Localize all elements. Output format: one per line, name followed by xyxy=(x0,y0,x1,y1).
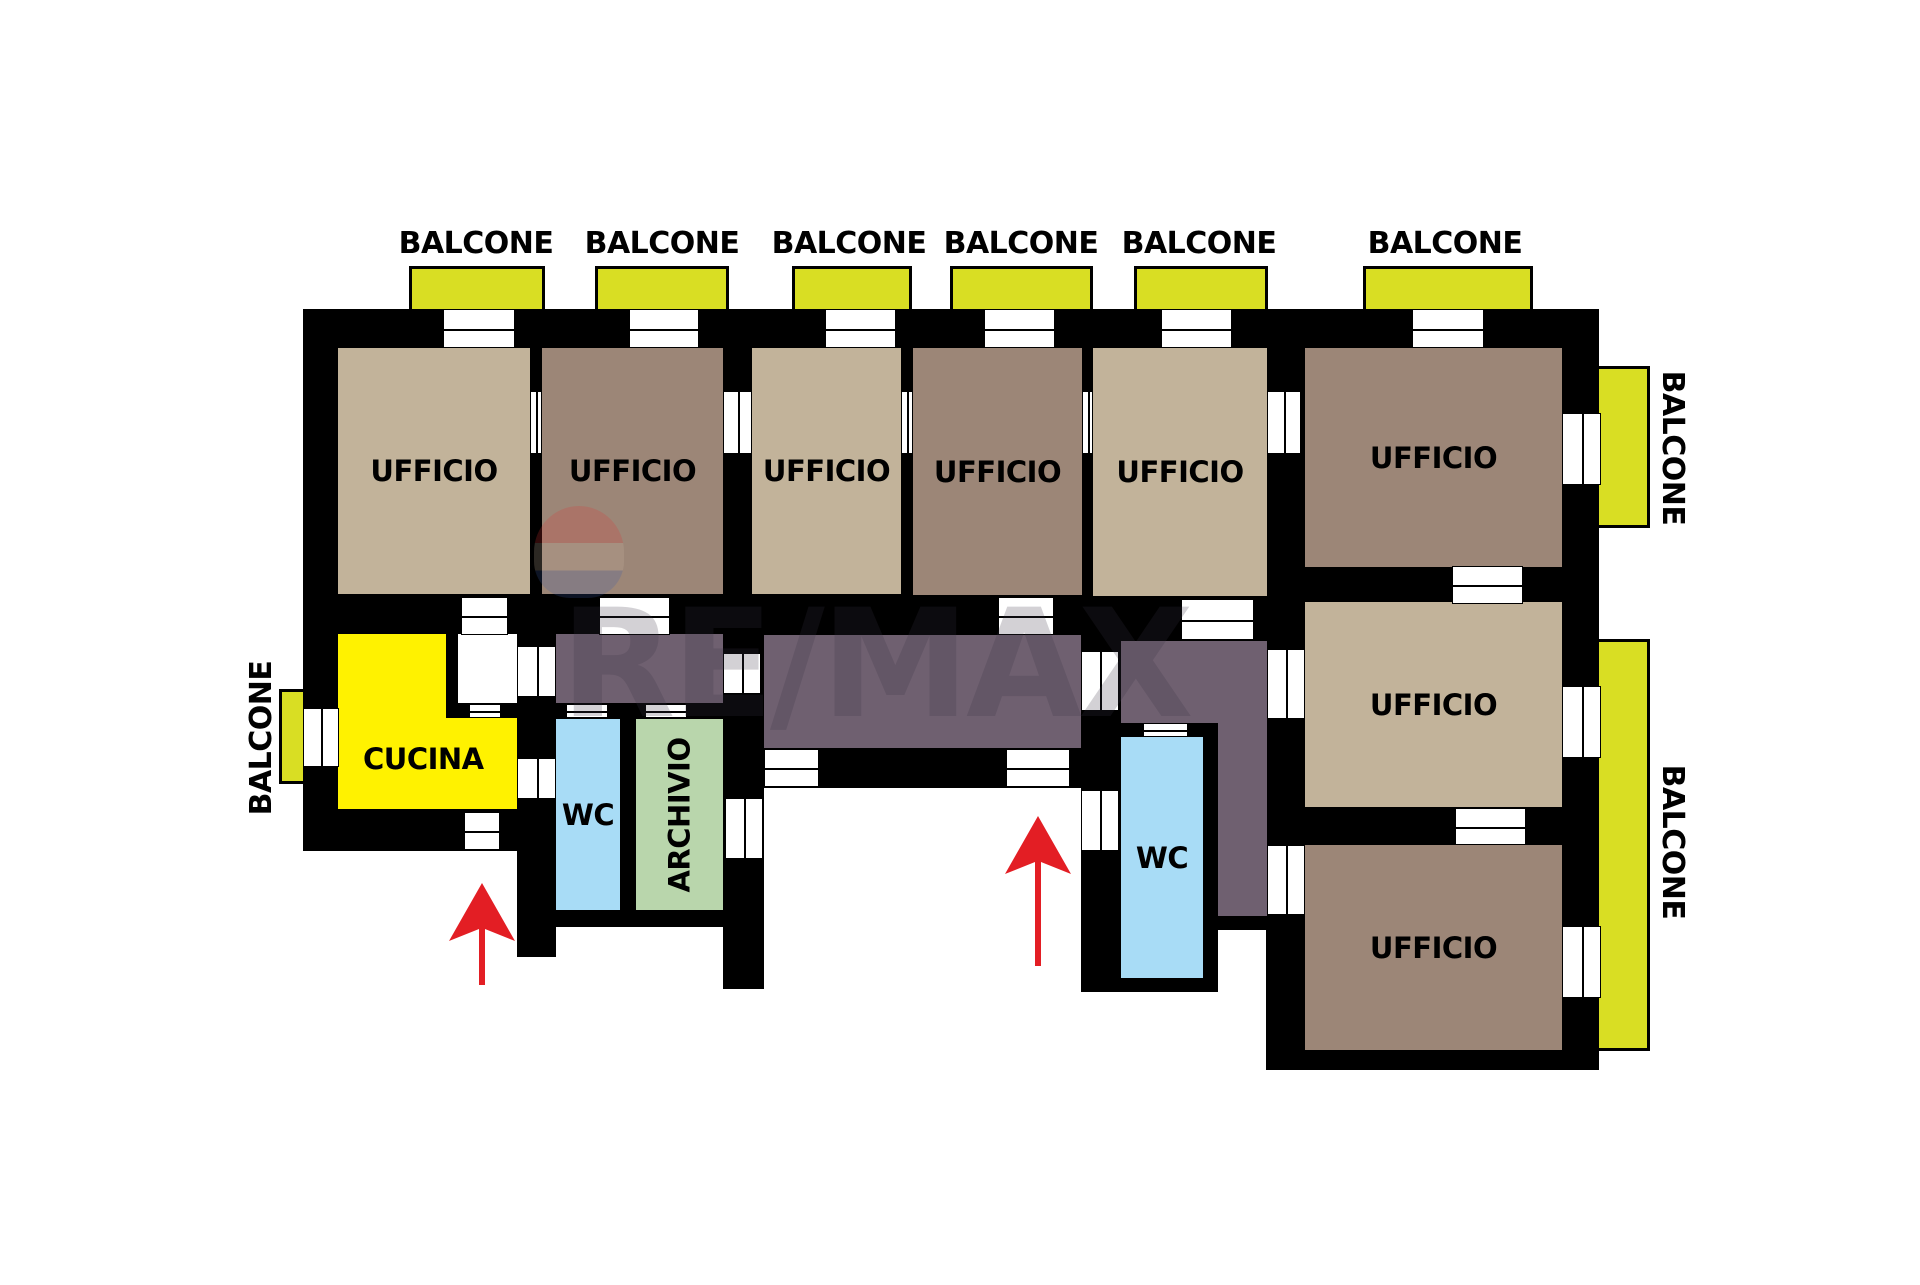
door-corridor-ufficio8 xyxy=(1267,845,1305,915)
balcony-top-6 xyxy=(1363,266,1533,312)
room-ufficio-2[interactable]: UFFICIO xyxy=(542,348,723,594)
balcony-top-4 xyxy=(950,266,1093,312)
balcony-top-5 xyxy=(1134,266,1268,312)
window-top-2 xyxy=(629,309,699,348)
window-top-3 xyxy=(825,309,896,348)
window-top-6 xyxy=(1412,309,1484,348)
room-cucina[interactable] xyxy=(338,718,517,809)
exterior-gap-2 xyxy=(1218,930,1266,1010)
balcony-label-top-6: BALCONE xyxy=(1367,226,1523,261)
door-4-5 xyxy=(1082,391,1093,454)
door-cucina-wc-wall xyxy=(517,758,556,799)
door-wc2 xyxy=(1143,723,1188,737)
room-ufficio-3[interactable]: UFFICIO xyxy=(752,348,901,594)
door-main-right xyxy=(1081,651,1119,711)
balcony-label-top-4: BALCONE xyxy=(943,226,1099,261)
window-top-4 xyxy=(984,309,1055,348)
door-5-6 xyxy=(1267,391,1301,454)
room-wc-2[interactable]: WC xyxy=(1121,737,1203,978)
door-ufficio2-corridor xyxy=(599,597,670,635)
balcony-label-top-3: BALCONE xyxy=(771,226,927,261)
wall-left-lower xyxy=(517,800,556,957)
balcony-top-3 xyxy=(792,266,912,312)
room-label: UFFICIO xyxy=(762,454,891,488)
window-wc2-exterior xyxy=(1081,790,1119,851)
door-ufficio5-corridor xyxy=(1181,599,1254,640)
balcony-label-right-2: BALCONE xyxy=(1655,764,1690,920)
balcony-label-left: BALCONE xyxy=(244,660,279,816)
window-right-8 xyxy=(1562,926,1601,998)
room-label: UFFICIO xyxy=(1369,687,1498,722)
room-label: UFFICIO xyxy=(1369,440,1498,475)
door-ufficio6-ufficio7 xyxy=(1452,566,1523,604)
room-label: WC xyxy=(561,797,615,832)
balcony-label-top-2: BALCONE xyxy=(584,226,740,261)
balcony-right-1 xyxy=(1596,366,1650,528)
door-wc1 xyxy=(566,704,608,718)
window-top-5 xyxy=(1161,309,1232,348)
entrance-door-1[interactable] xyxy=(464,812,500,850)
entrance-door-2[interactable] xyxy=(1006,749,1070,787)
room-ufficio-5[interactable]: UFFICIO xyxy=(1093,348,1267,596)
balcony-top-1 xyxy=(409,266,545,312)
room-ufficio-4[interactable]: UFFICIO xyxy=(913,348,1082,595)
arrow-up-icon xyxy=(1005,816,1071,966)
room-label: WC xyxy=(1135,840,1189,875)
corridor-right-vertical[interactable] xyxy=(1218,641,1267,916)
room-ufficio-8[interactable]: UFFICIO xyxy=(1305,845,1562,1050)
balcony-label-right-1: BALCONE xyxy=(1655,370,1690,526)
window-archive-exterior xyxy=(725,798,763,859)
window-right-6 xyxy=(1562,413,1601,485)
room-label-cucina: CUCINA xyxy=(363,742,484,776)
entrance-arrow-2 xyxy=(1005,816,1071,966)
room-wc-1[interactable]: WC xyxy=(556,719,620,910)
balcony-label-top-5: BALCONE xyxy=(1121,226,1277,261)
door-corridor-ufficio7 xyxy=(1267,649,1305,719)
room-label: ARCHIVIO xyxy=(662,736,697,893)
kitchen-alcove xyxy=(458,634,517,703)
window-left-balcony xyxy=(303,708,339,767)
door-3-4 xyxy=(901,391,913,454)
door-hall-cucina xyxy=(469,704,501,718)
corridor-1[interactable] xyxy=(556,634,723,703)
room-cucina-upper[interactable] xyxy=(338,634,446,724)
room-ufficio-7[interactable]: UFFICIO xyxy=(1305,602,1562,807)
room-label: UFFICIO xyxy=(370,454,498,488)
corridor-main[interactable] xyxy=(764,635,1081,748)
door-ufficio4-corridor xyxy=(998,597,1054,635)
entrance-arrow-1 xyxy=(449,883,515,985)
door-2-3 xyxy=(723,391,752,454)
window-corridor-bottom xyxy=(764,749,819,787)
door-hall-corridor1 xyxy=(517,646,556,697)
balcony-right-2 xyxy=(1596,639,1650,1051)
room-ufficio-6[interactable]: UFFICIO xyxy=(1305,348,1562,567)
balcony-top-2 xyxy=(595,266,729,312)
door-archivio xyxy=(645,704,687,718)
window-right-7 xyxy=(1562,686,1601,758)
door-ufficio1-hall xyxy=(461,597,508,635)
exterior-gap-1 xyxy=(764,788,1081,998)
room-ufficio-1[interactable]: UFFICIO xyxy=(338,348,530,594)
room-label: UFFICIO xyxy=(1369,930,1498,965)
window-top-1 xyxy=(443,309,515,348)
exterior-gap-3 xyxy=(556,927,723,997)
door-ufficio7-ufficio8 xyxy=(1455,808,1526,845)
room-archivio[interactable]: ARCHIVIO xyxy=(636,719,723,910)
room-label: UFFICIO xyxy=(568,454,697,488)
room-label: UFFICIO xyxy=(933,454,1062,489)
door-1-2 xyxy=(530,391,542,454)
door-corridor1-main xyxy=(723,653,761,694)
arrow-up-icon xyxy=(449,883,515,985)
room-label: UFFICIO xyxy=(1116,455,1244,489)
balcony-label-top-1: BALCONE xyxy=(398,226,554,261)
